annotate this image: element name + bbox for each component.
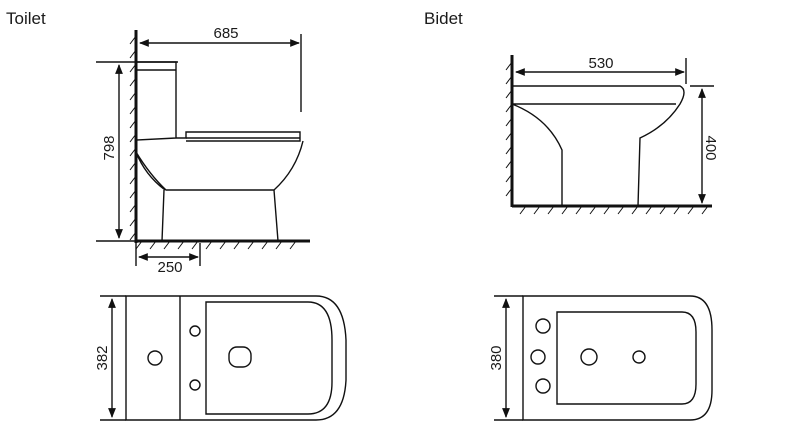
toilet-height-label: 798 (101, 135, 118, 160)
bidet-drain-icon (580, 348, 598, 366)
bidet-body-outline (511, 85, 685, 207)
toilet-floor (135, 239, 310, 250)
bidet-tap-hole-icon (530, 349, 546, 365)
bidet-jet-icon (632, 350, 646, 364)
toilet-plan-width-label: 382 (94, 345, 111, 370)
bidet-width-dimension: 530 (515, 55, 687, 84)
bidet-plan-outline (522, 295, 713, 421)
toilet-hinge-hole-icon (189, 379, 201, 391)
bidet-side-view: 530 400 (505, 55, 719, 215)
bidet-plan-width-label: 380 (488, 345, 505, 370)
toilet-body-outline (135, 61, 304, 191)
toilet-outlet-label: 250 (157, 259, 182, 276)
bidet-plan-view: 380 (488, 295, 713, 421)
toilet-side-view: 685 798 250 (96, 25, 310, 276)
toilet-width-dimension: 685 (139, 25, 302, 112)
bidet-width-label: 530 (588, 55, 613, 72)
toilet-plan-width-dimension: 382 (94, 295, 126, 421)
toilet-width-label: 685 (213, 25, 238, 42)
toilet-seat-outline (205, 301, 333, 415)
bidet-floor (512, 204, 712, 215)
toilet-flush-hole-icon (147, 350, 163, 366)
bidet-height-label: 400 (702, 135, 719, 160)
toilet-title: Toilet (6, 9, 46, 28)
bidet-height-dimension: 400 (690, 85, 719, 204)
toilet-height-dimension: 798 (96, 61, 178, 242)
toilet-plan-outline (125, 295, 347, 421)
toilet-drain-icon (228, 346, 252, 368)
bidet-title: Bidet (424, 9, 463, 28)
bidet-bowl-outline (556, 311, 697, 405)
toilet-outlet-dimension: 250 (135, 243, 201, 276)
bidet-tap-hole-icon (535, 378, 551, 394)
bidet-tap-hole-icon (535, 318, 551, 334)
bidet-plan-width-dimension: 380 (488, 295, 523, 421)
toilet-hinge-hole-icon (189, 325, 201, 337)
toilet-plan-view: 382 (94, 295, 347, 421)
toilet-wall (129, 30, 138, 243)
bidet-wall (505, 55, 514, 207)
